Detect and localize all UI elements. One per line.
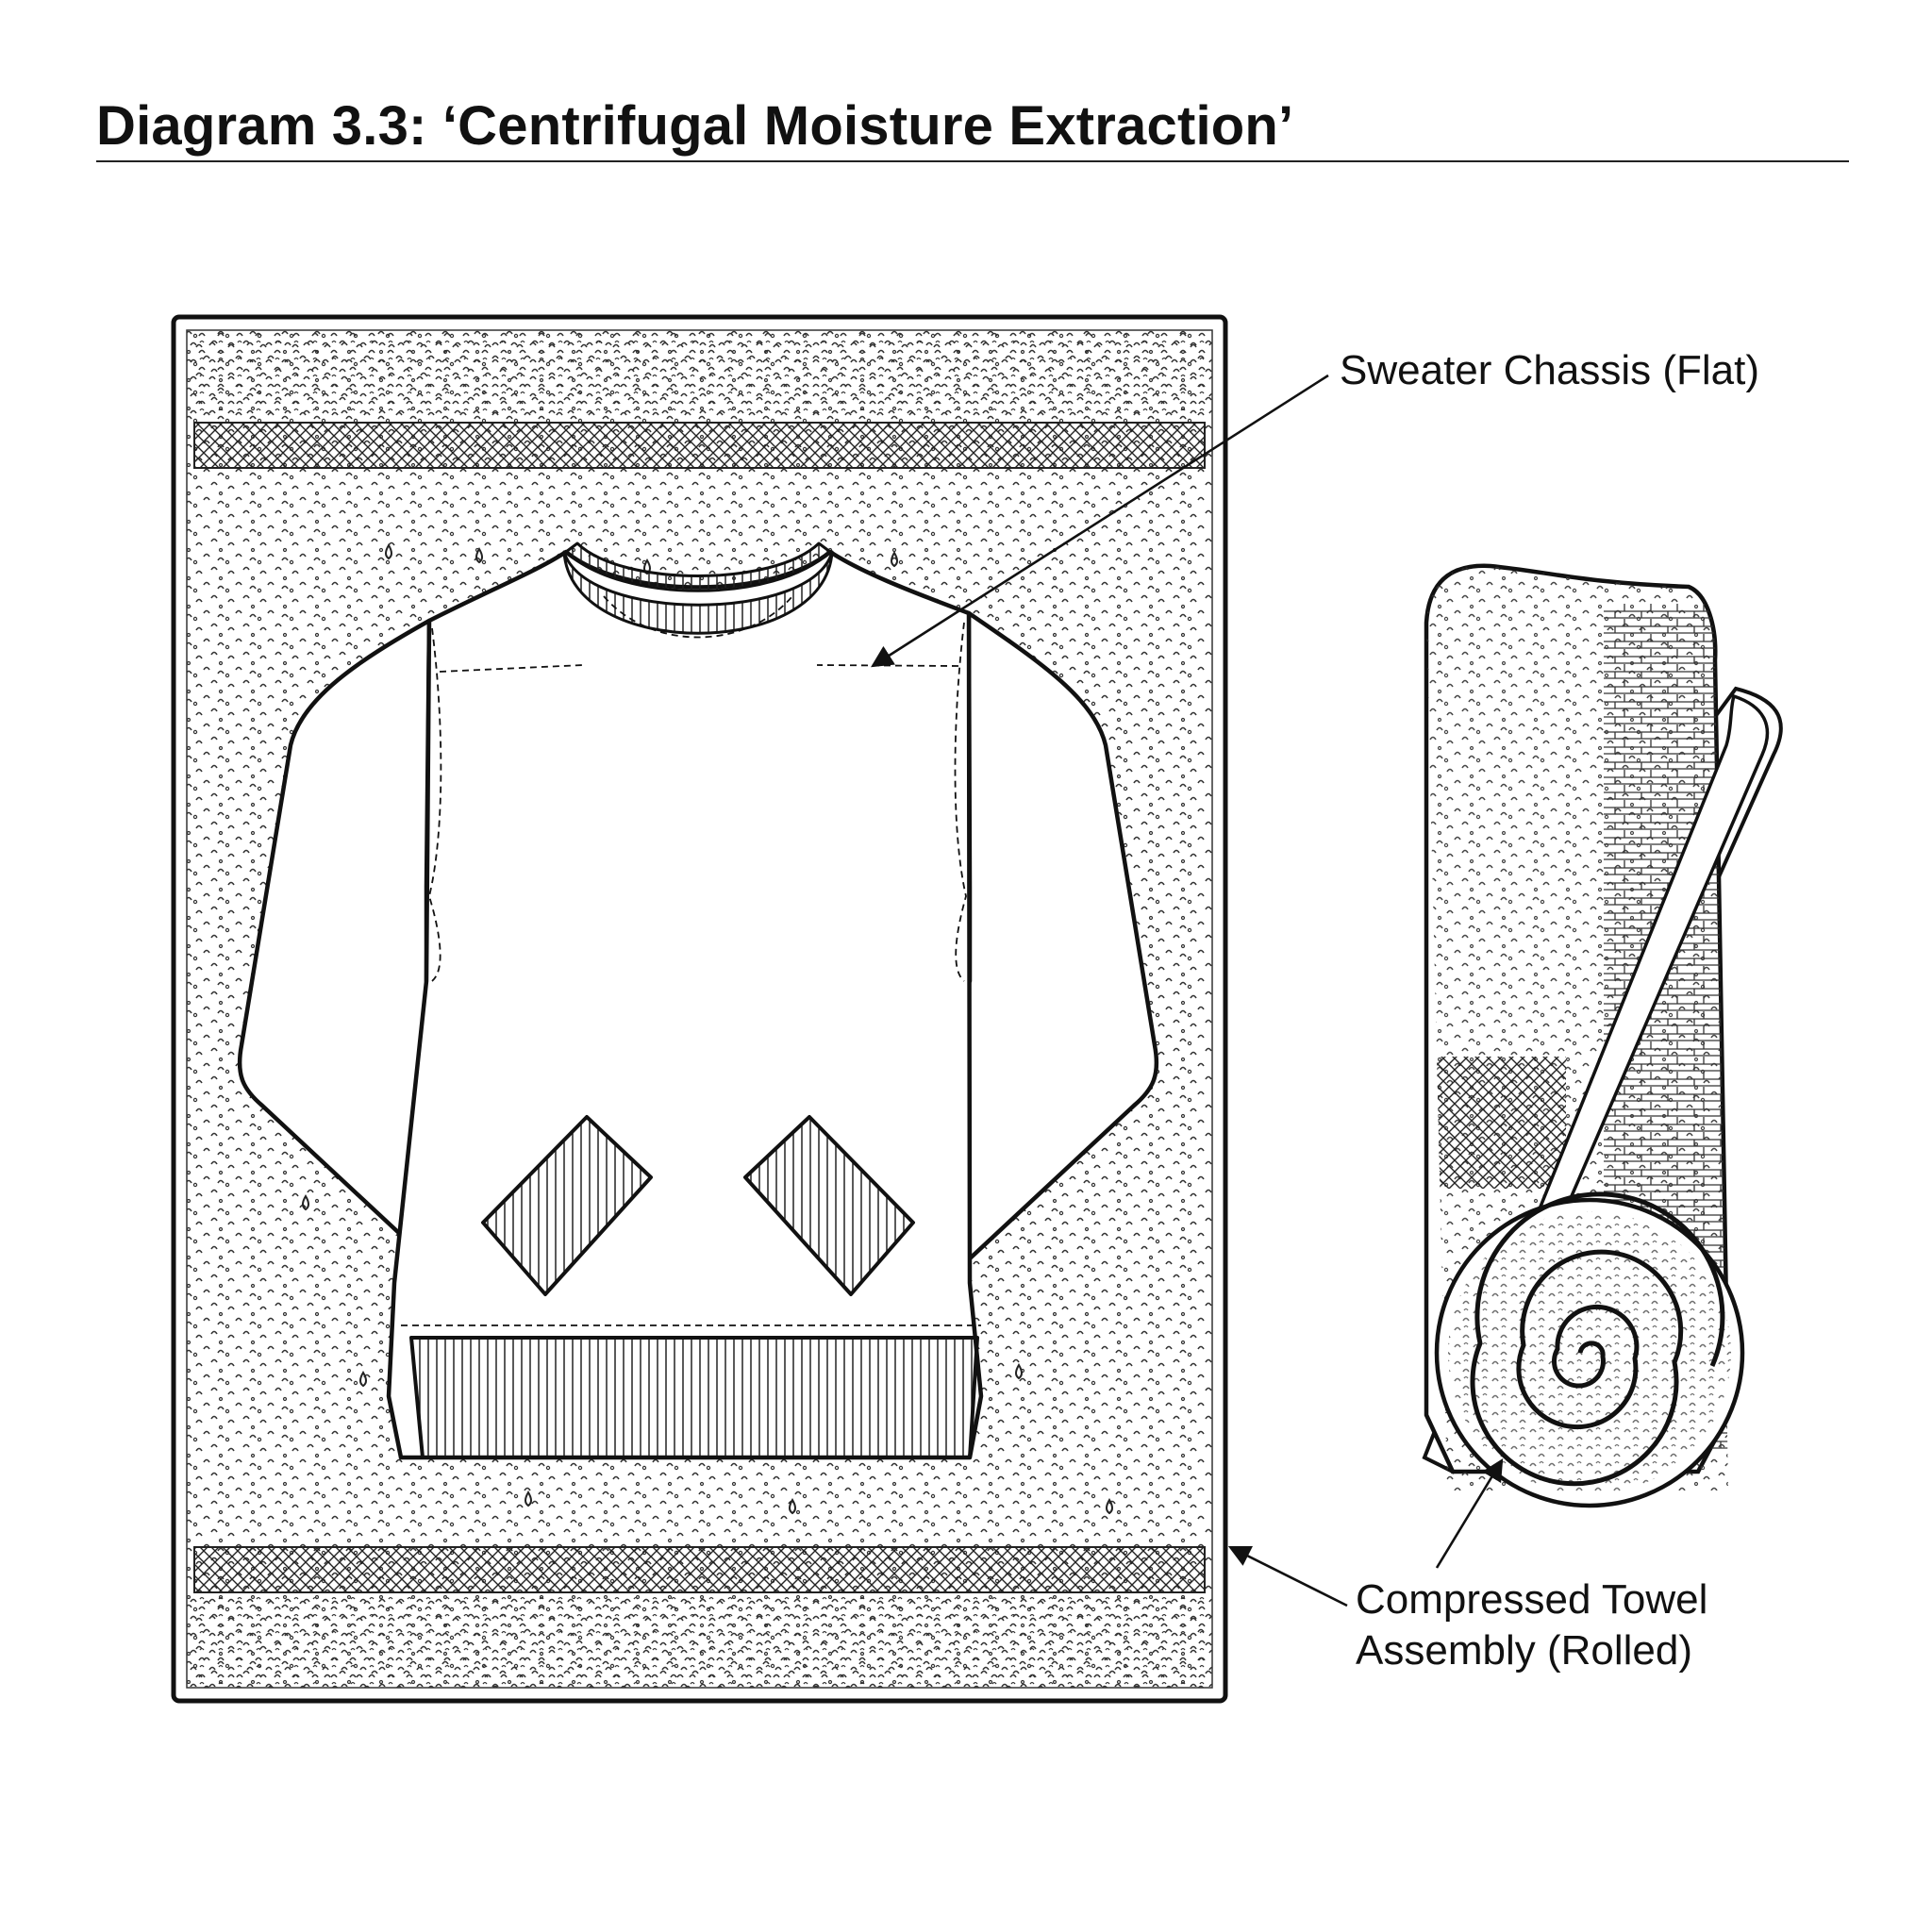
sweater xyxy=(237,541,1159,1460)
title-underline xyxy=(96,160,1849,162)
towel-flat-leader-arrow xyxy=(1227,1545,1348,1607)
diagram-title: Diagram 3.3: ‘Centrifugal Moisture Extra… xyxy=(96,95,1294,157)
sweater-label: Sweater Chassis (Flat) xyxy=(1340,347,1760,393)
towel-label-line1: Compressed Towel xyxy=(1356,1576,1708,1623)
sweater-leader-arrow xyxy=(871,374,1329,668)
towel-rolled-leader-arrow xyxy=(1435,1457,1504,1569)
rolled-towel xyxy=(1422,563,1783,1508)
towel-label: Compressed Towel Assembly (Rolled) xyxy=(1356,1574,1707,1676)
towel-label-line2: Assembly (Rolled) xyxy=(1356,1627,1692,1674)
